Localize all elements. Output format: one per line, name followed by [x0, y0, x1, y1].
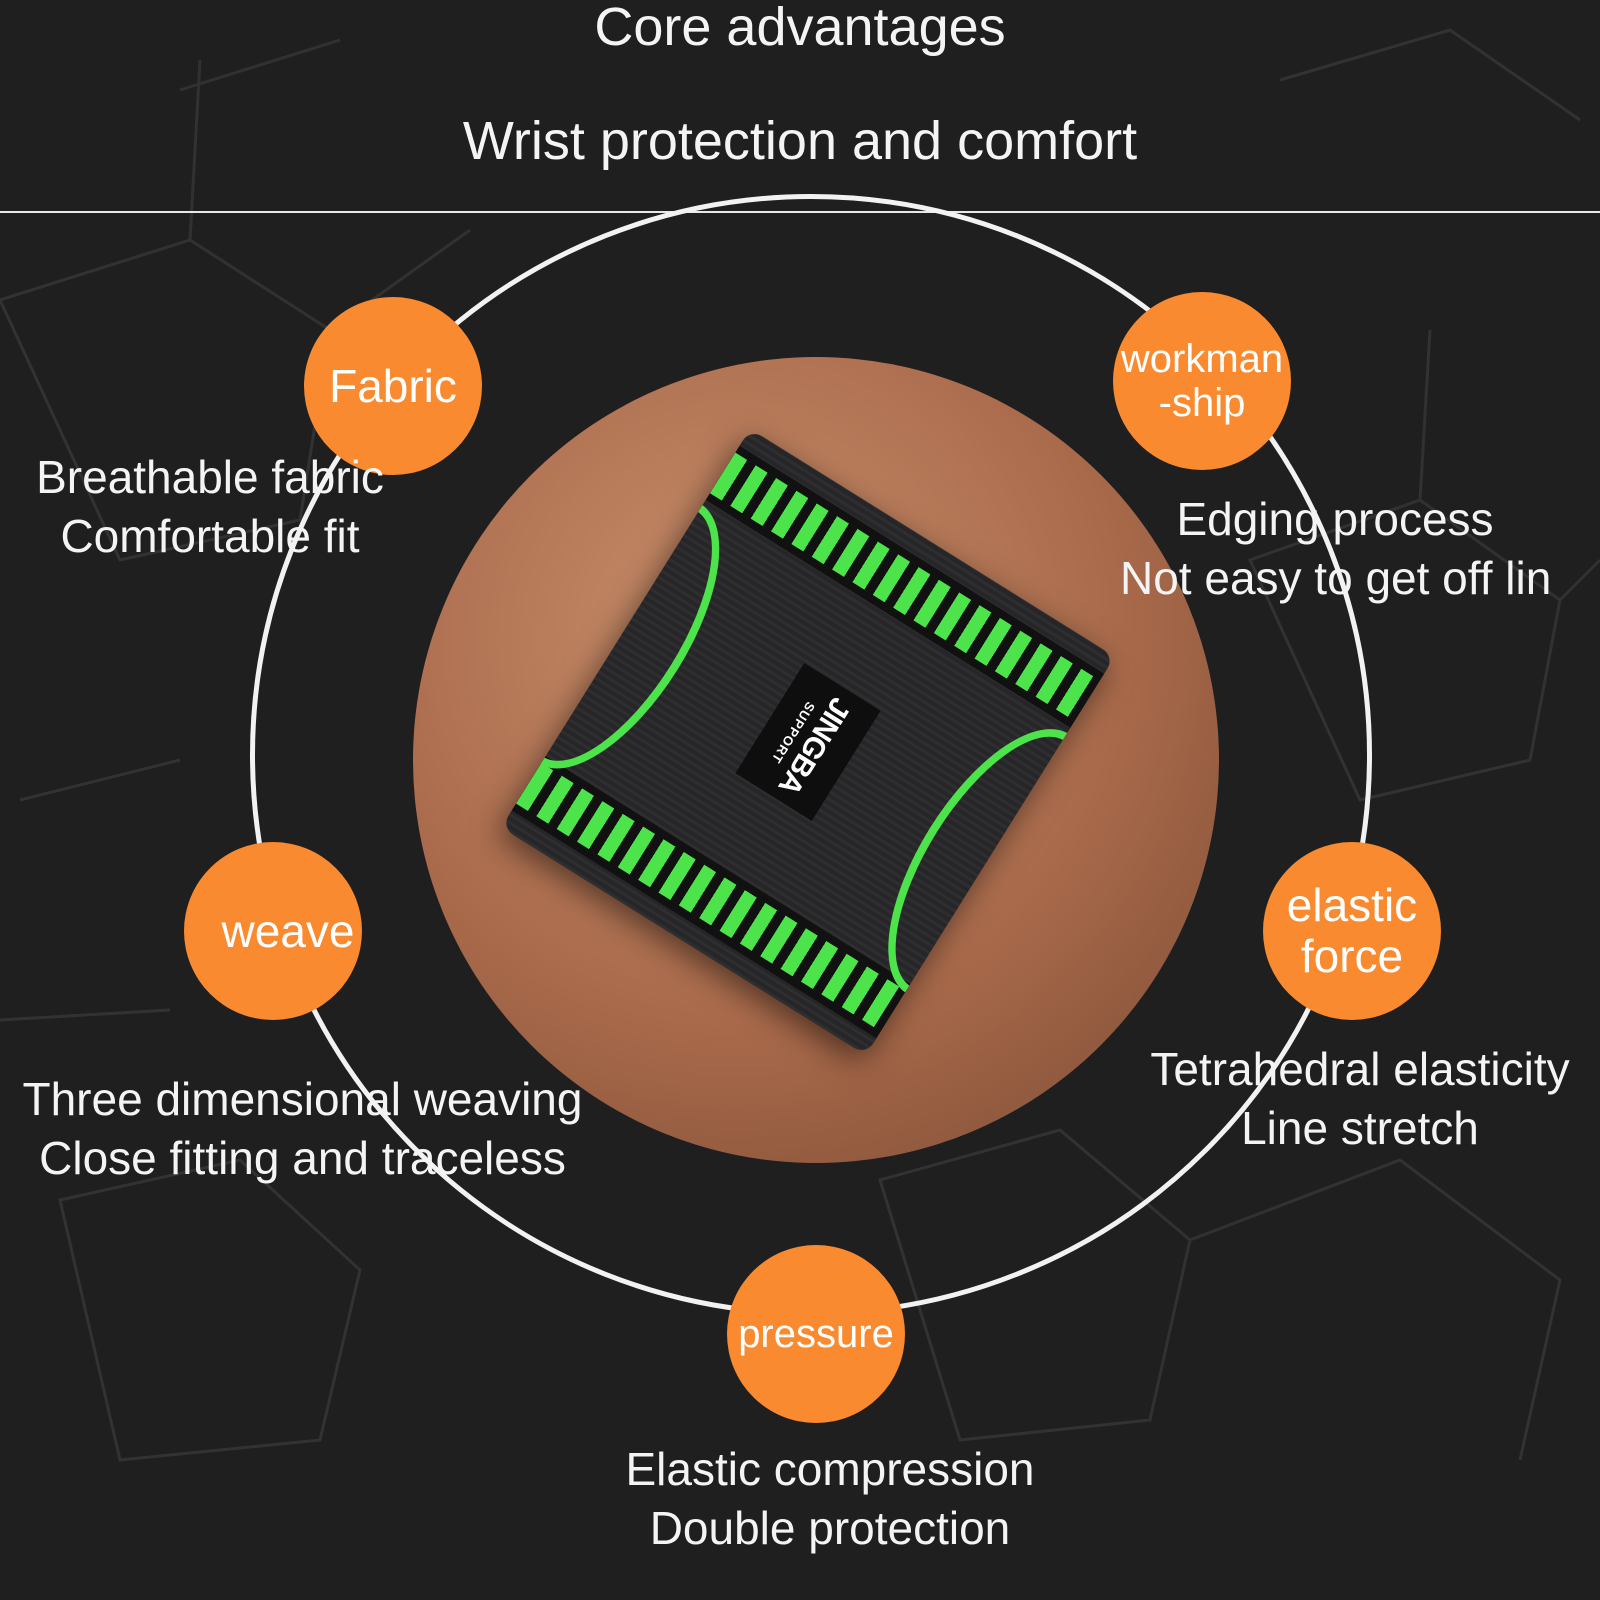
caption-fabric: Breathable fabric Comfortable fit: [36, 451, 384, 562]
badge-elastic-force: elastic force: [1263, 842, 1441, 1020]
badge-fabric: Fabric: [304, 297, 482, 475]
badge-weave: weave: [184, 842, 362, 1020]
page-title: Core advantages: [594, 0, 1006, 57]
badge-workmanship: workman -ship: [1113, 292, 1291, 470]
page-subtitle: Wrist protection and comfort: [462, 111, 1138, 171]
caption-elastic-force: Tetrahedral elasticity Line stretch: [1150, 1043, 1570, 1154]
caption-pressure: Elastic compression Double protection: [625, 1443, 1035, 1554]
product-photo: JINGBA SUPPORT: [413, 357, 1219, 1163]
caption-weave: Three dimensional weaving Close fitting …: [22, 1073, 583, 1184]
badge-pressure: pressure: [727, 1245, 905, 1423]
wrist-brace: JINGBA SUPPORT: [501, 428, 1115, 1056]
caption-workmanship: Edging process Not easy to get off lin: [1120, 493, 1552, 604]
